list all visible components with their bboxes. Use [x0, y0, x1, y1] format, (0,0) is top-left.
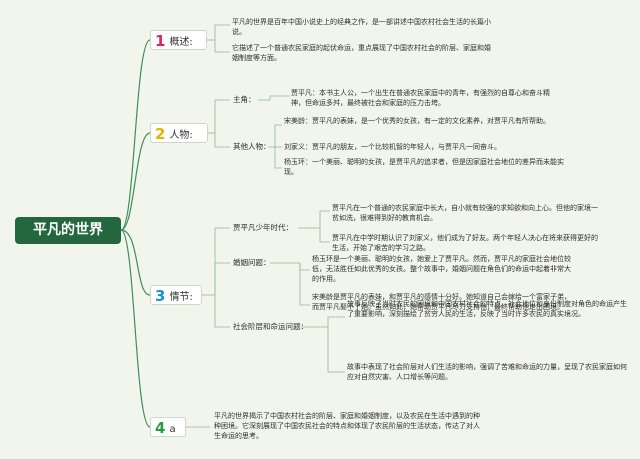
plot-group-1-label: 贾平凡少年时代：: [233, 223, 293, 232]
branch-3: [120, 229, 151, 296]
overview-text-1: 平凡的世界是百年中国小说史上的经典之作，是一部讲述中国农村社会生活的长篇小说。: [232, 18, 491, 36]
plot-1-text-2: 贾平凡在中学时期认识了刘家义，他们成为了好友。两个年轻人决心在将来获得更好的生活…: [332, 234, 598, 252]
character-text-3: 杨玉环：一个美丽、聪明的女孩，是贾平凡的追求者，但是因家庭社会地位的差异而未能实…: [284, 158, 564, 176]
section-3-label: 情节:: [169, 292, 193, 303]
section-3-number: 3: [155, 287, 166, 305]
character-text-1: 宋美龄：贾平凡的表妹，是一个优秀的女孩，有一定的文化素养，对贾平凡有所帮助。: [284, 117, 550, 125]
section-4-number: 4: [155, 419, 166, 437]
plot-2-text-2: 宋美龄是贾平凡的表妹，和贾平凡的感情十分好。她知道自己会嫁给一个富家子弟，而贾平…: [312, 293, 571, 311]
section-1-label: 概述:: [169, 37, 193, 48]
plot-1-text-1: 贾平凡在一个普通的农民家庭中长大，自小就有较强的求知欲和向上心。但他的家境一贫如…: [332, 204, 598, 222]
summary-text: 平凡的世界揭示了中国农村社会的阶层、家庭和婚姻制度，以及农民在生活中遇到的种种困…: [214, 412, 480, 440]
section-2-label: 人物:: [169, 130, 193, 141]
character-text-2: 刘家义：贾平凡的朋友，一个比较机智的年轻人，与贾平凡一同奋斗。: [284, 143, 501, 151]
branch-4: [120, 229, 151, 428]
section-4-label: a: [169, 424, 176, 435]
section-1-number: 1: [155, 32, 166, 50]
root-title: 平凡的世界: [15, 217, 121, 244]
plot-2-text-1: 杨玉环是一个美丽、聪明的女孩，她爱上了贾平凡。然而，贾平凡的家庭社会地位较低，无…: [312, 255, 571, 283]
section-2-number: 2: [155, 125, 166, 143]
overview-text-2: 它描述了一个普通农民家庭的起伏命运，重点展现了中国农村社会的阶层、家庭和婚姻制度…: [232, 44, 491, 62]
other-characters-label: 其他人物：: [233, 142, 271, 151]
plot-3-text-1: 故事反映了当时农民的困境和中国农村社会的特点。社会地位和身份制度对角色的命运产生…: [347, 300, 627, 318]
protagonist-label: 主角：: [233, 95, 256, 104]
branch-2: [120, 132, 151, 231]
plot-3-text-2: 故事中表现了社会阶层对人们生活的影响，强调了苦难和命运的力量，呈现了农民家庭如何…: [347, 363, 627, 381]
protagonist-text: 贾平凡：本书主人公，一个出生在普通农民家庭中的青年，有强烈的自尊心和奋斗精神，但…: [291, 89, 550, 107]
branch-1: [120, 39, 151, 231]
plot-group-3-label: 社会阶层和命运问题：: [233, 322, 308, 331]
plot-group-2-label: 婚姻问题：: [233, 258, 271, 267]
